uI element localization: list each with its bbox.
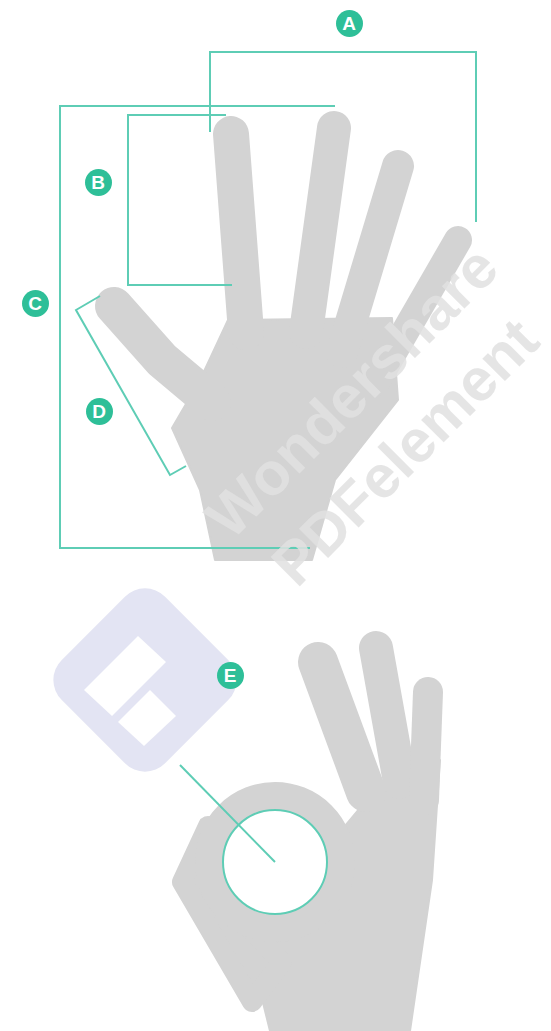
callout-letter: E (217, 662, 244, 689)
finger-shape (231, 134, 246, 332)
leader-line (180, 765, 275, 862)
finger-shape (424, 692, 428, 800)
callout-letter: C (22, 290, 49, 317)
callout-letter: D (86, 398, 113, 425)
thumb-shape (114, 306, 212, 402)
finger-shape (376, 648, 400, 782)
bracket-line (210, 52, 476, 222)
finger-shape (306, 128, 334, 332)
ok-hand (182, 648, 440, 1031)
logo-shape (118, 690, 176, 746)
logo-diamond (42, 577, 248, 783)
finger-shape (318, 662, 366, 792)
bracket-line (128, 115, 232, 285)
logo-mark (42, 577, 248, 783)
bracket-line (76, 296, 186, 475)
callout-letter: B (85, 169, 112, 196)
callout-letter: A (336, 10, 363, 37)
